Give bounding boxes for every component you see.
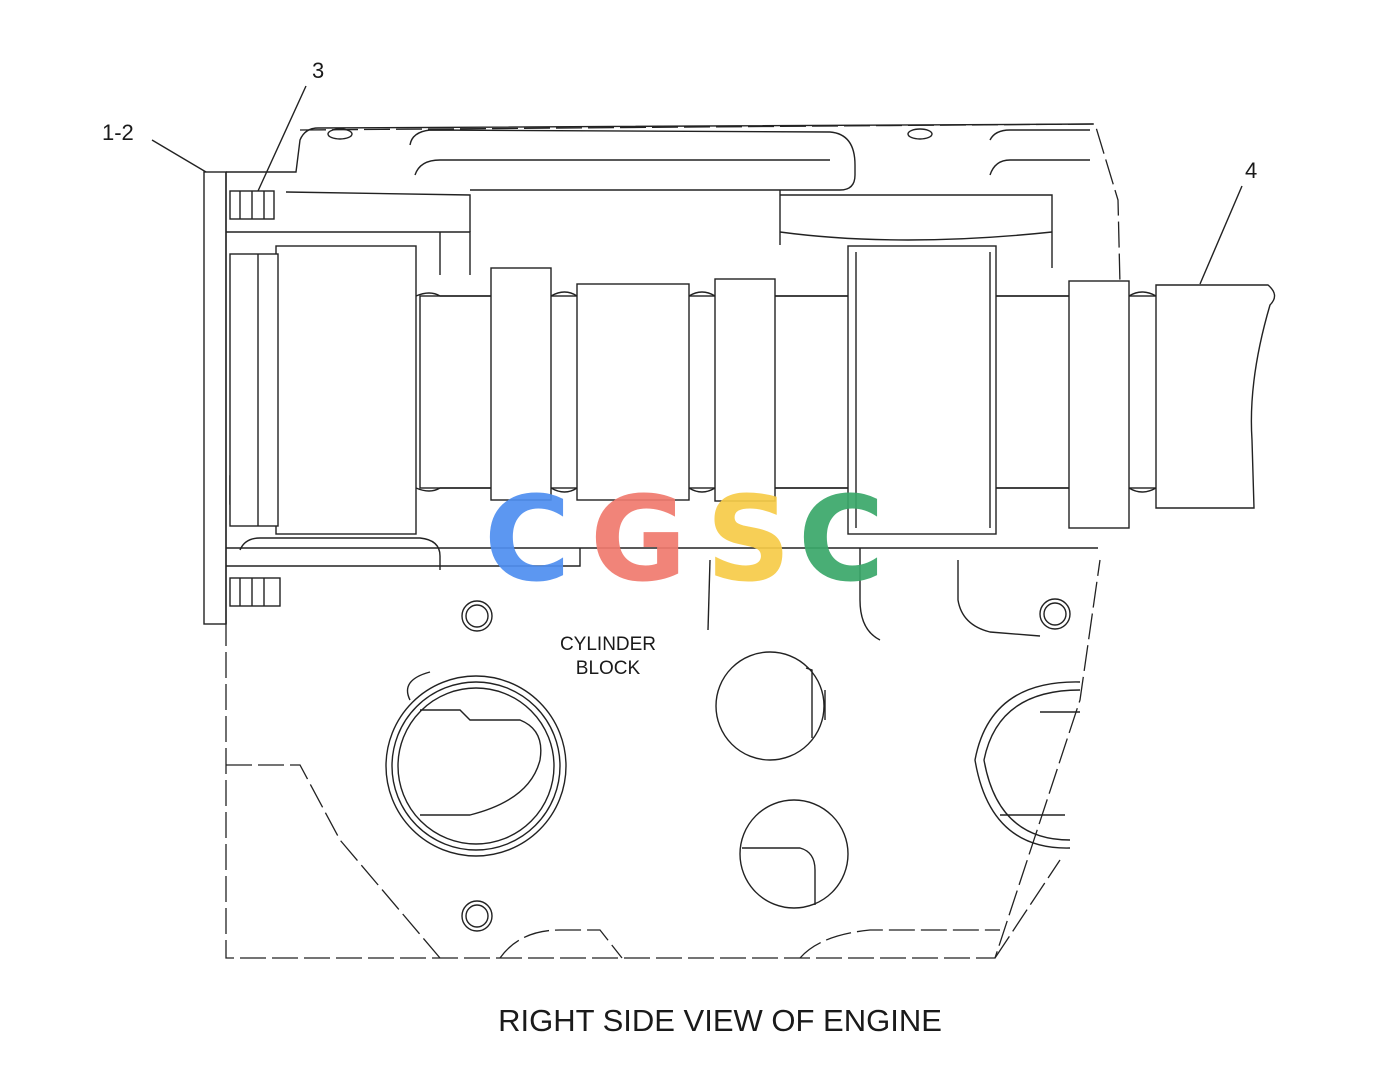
upper-housing	[226, 123, 1094, 275]
watermark-letter-4: C	[798, 470, 885, 608]
leader-lines	[151, 85, 1243, 285]
watermark-letter-3: S	[706, 470, 791, 608]
front-plate	[203, 171, 227, 625]
camshaft	[229, 245, 1276, 535]
bolt-top	[229, 190, 275, 220]
callout-part-4: 4	[1245, 158, 1257, 183]
watermark-letter-1: C	[484, 470, 571, 608]
lower-housing	[226, 537, 1098, 959]
cylinder-block-outline	[225, 123, 1121, 959]
watermark-letter-2: G	[590, 470, 687, 608]
diagram-caption: RIGHT SIDE VIEW OF ENGINE	[498, 1003, 942, 1038]
cylinder-block-label-line-1: CYLINDER	[560, 634, 656, 655]
watermark-logo: C G S C	[484, 470, 885, 608]
cylinder-block-label-line-2: BLOCK	[576, 658, 641, 679]
callout-part-1-2: 1-2	[102, 120, 134, 145]
callout-part-3: 3	[312, 58, 324, 83]
bolt-bottom	[229, 577, 281, 607]
